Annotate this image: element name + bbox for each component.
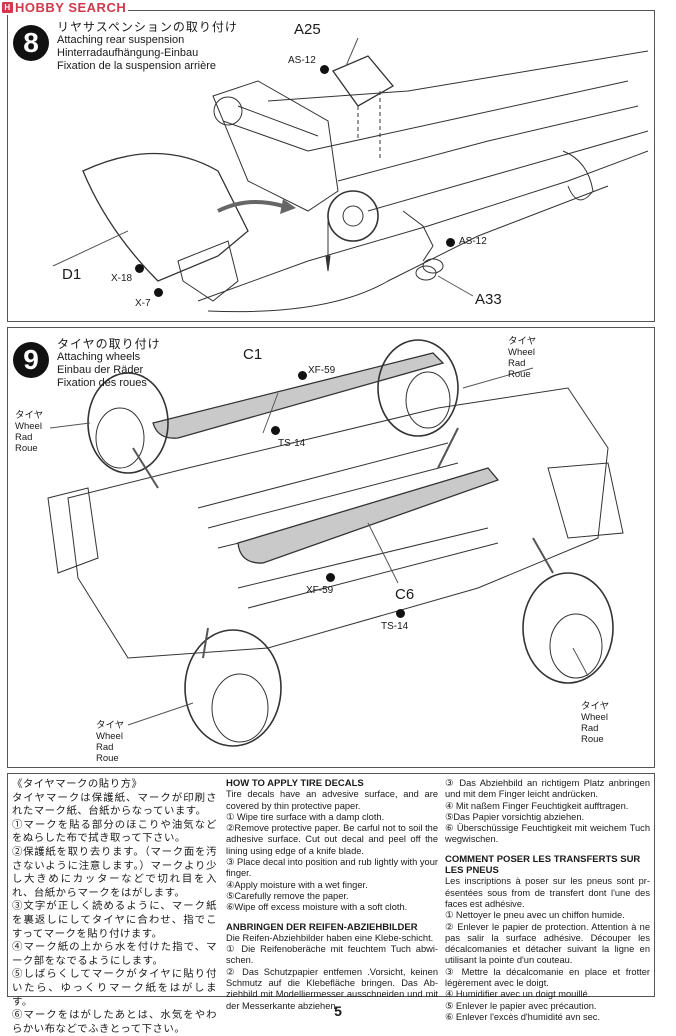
step-8-header: 8 リヤサスペンションの取り付け Attaching rear suspensi… xyxy=(13,21,238,73)
wheel-label-en: Wheel xyxy=(508,347,535,358)
paint-drop-icon xyxy=(446,238,455,247)
paint-label-as12-bottom: AS-12 xyxy=(459,236,487,247)
instructions-de-step: ② Das Schutzpapier entfemen .Vorsicht, k… xyxy=(226,966,438,1011)
wheel-label-rear-right: タイヤ Wheel Rad Roue xyxy=(508,336,536,380)
wheel-label-front-left: タイヤ Wheel Rad Roue xyxy=(15,410,43,454)
instructions-en-step: ③ Place decal into position and rub ligh… xyxy=(226,857,438,879)
paint-label-x18: X-18 xyxy=(111,273,133,284)
instructions-en-heading: HOW TO APPLY TIRE DECALS xyxy=(226,778,364,789)
instructions-de-step: ④ Mit naßem Finger Feuchtigkeit aufftrag… xyxy=(445,800,629,811)
instructions-de-step: ③ Das Abziehbild an richtigem Platz anbr… xyxy=(445,778,650,800)
part-label-a25: A25 xyxy=(294,21,321,38)
instructions-jp-step: ③文字が正しく読めるように、マーク紙を裏返しにしてタイヤに合わせ、指でこすってマ… xyxy=(12,901,217,940)
wheel-label-fr: Roue xyxy=(581,734,604,745)
step-title-en: Attaching wheels xyxy=(57,351,141,363)
instructions-en-de-column: HOW TO APPLY TIRE DECALS Tire decals hav… xyxy=(226,778,438,1012)
part-label-c6: C6 xyxy=(395,586,415,603)
part-label-a33: A33 xyxy=(475,291,502,308)
instructions-jp-step: ②保護紙を取り去ります。（マーク面を汚さないように注意します。）マークより少し大… xyxy=(12,846,217,899)
part-label-c1: C1 xyxy=(243,346,263,363)
instructions-en-step: ① Wipe tire surface with a damp cloth. xyxy=(226,811,385,822)
step-number-badge: 9 xyxy=(13,342,49,378)
instructions-en-step: ②Remove protective paper. Be carful not … xyxy=(226,823,438,856)
instructions-de-step: ⑤Das Papier vorsichtig abziehen. xyxy=(445,811,585,822)
wheel-label-front-bottom: タイヤ Wheel Rad Roue xyxy=(96,720,124,764)
paint-label-ts14-bottom: TS-14 xyxy=(381,621,409,632)
step-title-jp: リヤサスペンションの取り付け xyxy=(57,20,238,34)
hobby-search-watermark: H HOBBY SEARCH xyxy=(2,0,129,15)
instructions-en-step: ⑤Carefully remove the paper. xyxy=(226,890,349,901)
instructions-fr-step: ⑥ Enlever l'excès d'humidité avn sec. xyxy=(445,1011,601,1022)
step-9-header: 9 タイヤの取り付け Attaching wheels Einbau der R… xyxy=(13,338,161,390)
step-title-fr: Fixation des roues xyxy=(57,377,147,389)
wheel-label-jp: タイヤ xyxy=(508,336,537,347)
tire-decal-instructions-panel: 《タイヤマークの貼り方》 タイヤマークは保護紙、マークが印刷されたマーク紙、台紙… xyxy=(7,773,655,1035)
paint-drop-icon xyxy=(326,573,335,582)
step-title-en: Attaching rear suspension xyxy=(57,34,185,46)
paint-label-xf59-top: XF-59 xyxy=(308,365,336,376)
wheel-label-rear-bottom: タイヤ Wheel Rad Roue xyxy=(581,701,609,745)
paint-label-x7: X-7 xyxy=(135,298,151,309)
instructions-fr-step: ① Nettoyer le pneu avec un chiffon humid… xyxy=(445,910,625,921)
wheels-diagram xyxy=(47,339,624,747)
instructions-de-fr-column: ③ Das Abziehbild an richtigem Platz anbr… xyxy=(445,778,650,1023)
paint-drop-icon xyxy=(154,288,163,297)
rear-suspension-diagram xyxy=(52,37,649,313)
instructions-fr-step: ③ Mettre la décalcomanie en place et fro… xyxy=(445,966,650,989)
wheel-label-de: Rad xyxy=(508,358,526,369)
instructions-fr-step: ④ Humidifier avec un doigt mouillé. xyxy=(445,989,591,1000)
paint-drop-icon xyxy=(135,264,144,273)
watermark-text: HOBBY SEARCH xyxy=(15,0,127,15)
step-title-fr: Fixation de la suspension arrière xyxy=(57,60,216,72)
step-title-de: Einbau der Räder xyxy=(57,364,144,376)
instructions-fr-heading: COMMENT POSER LES TRANSFERTS SUR LES PNE… xyxy=(445,853,641,877)
step-number-badge: 8 xyxy=(13,25,49,61)
wheel-label-jp: タイヤ xyxy=(581,701,610,712)
paint-drop-icon xyxy=(396,609,405,618)
part-label-d1: D1 xyxy=(62,266,82,283)
hobby-search-logo-icon: H xyxy=(2,2,13,13)
paint-label-ts14-top: TS-14 xyxy=(278,438,306,449)
page-number: 5 xyxy=(334,1003,342,1019)
wheel-label-de: Rad xyxy=(96,742,114,753)
instructions-fr-step: ② Enlever le papier de protection. Atten… xyxy=(445,921,650,966)
paint-drop-icon xyxy=(271,426,280,435)
wheel-label-fr: Roue xyxy=(508,369,531,380)
instructions-jp-intro: タイヤマークは保護紙、マークが印刷されたマーク紙、台紙からなっています。 xyxy=(12,792,217,818)
step-8-panel: 8 リヤサスペンションの取り付け Attaching rear suspensi… xyxy=(7,10,655,322)
instructions-jp-column: 《タイヤマークの貼り方》 タイヤマークは保護紙、マークが印刷されたマーク紙、台紙… xyxy=(12,778,217,1036)
instructions-fr-step: ⑤ Enlever le papier avec précaution. xyxy=(445,1000,597,1011)
instructions-jp-heading: 《タイヤマークの貼り方》 xyxy=(12,779,143,790)
instructions-jp-step: ①マークを貼る部分のほこりや油気などをぬらした布で拭き取って下さい。 xyxy=(12,819,217,845)
instructions-en-intro: Tire decals have an advesive surface, an… xyxy=(226,789,438,811)
instructions-en-step: ④Apply moisture with a wet finger. xyxy=(226,879,368,890)
instructions-jp-step: ④マーク紙の上から水を付けた指で、マーク部をなでるようにします。 xyxy=(12,942,217,967)
step-9-panel: 9 タイヤの取り付け Attaching wheels Einbau der R… xyxy=(7,327,655,768)
instructions-jp-step: ⑤しばらくしてマークがタイヤに貼り付いたら、ゆっくりマーク紙をはがします。 xyxy=(12,969,217,1008)
instructions-de-heading: ANBRINGEN DER REIFEN-ABZIEHBILDER xyxy=(226,921,418,933)
instructions-de-step: ⑥ Überschüssige Feuchtigkeit mit weichem… xyxy=(445,823,650,845)
paint-label-xf59-bottom: XF-59 xyxy=(306,585,334,596)
wheel-label-fr: Roue xyxy=(15,443,38,454)
paint-label-as12-top: AS-12 xyxy=(288,55,316,66)
instructions-de-intro: Die Reifen-Abziehbilder haben eine Klebe… xyxy=(226,932,434,943)
wheel-label-en: Wheel xyxy=(15,421,42,432)
instructions-en-step: ⑥Wipe off excess moisture with a soft cl… xyxy=(226,902,408,913)
instructions-fr-intro: Les inscriptions à poser sur les pneus s… xyxy=(445,876,650,909)
paint-drop-icon xyxy=(298,371,307,380)
wheel-label-de: Rad xyxy=(581,723,599,734)
wheel-label-de: Rad xyxy=(15,432,33,443)
step-title-de: Hinterradaufhängung-Einbau xyxy=(57,47,199,59)
paint-drop-icon xyxy=(320,65,329,74)
step-title-jp: タイヤの取り付け xyxy=(57,337,161,351)
wheel-label-en: Wheel xyxy=(581,712,608,723)
wheel-label-jp: タイヤ xyxy=(96,720,125,731)
instructions-de-step: ① Die Reifenoberäche mit feuchtem Tuch a… xyxy=(226,944,438,966)
wheel-label-en: Wheel xyxy=(96,731,123,742)
wheel-label-fr: Roue xyxy=(96,753,119,764)
wheel-label-jp: タイヤ xyxy=(15,410,44,421)
